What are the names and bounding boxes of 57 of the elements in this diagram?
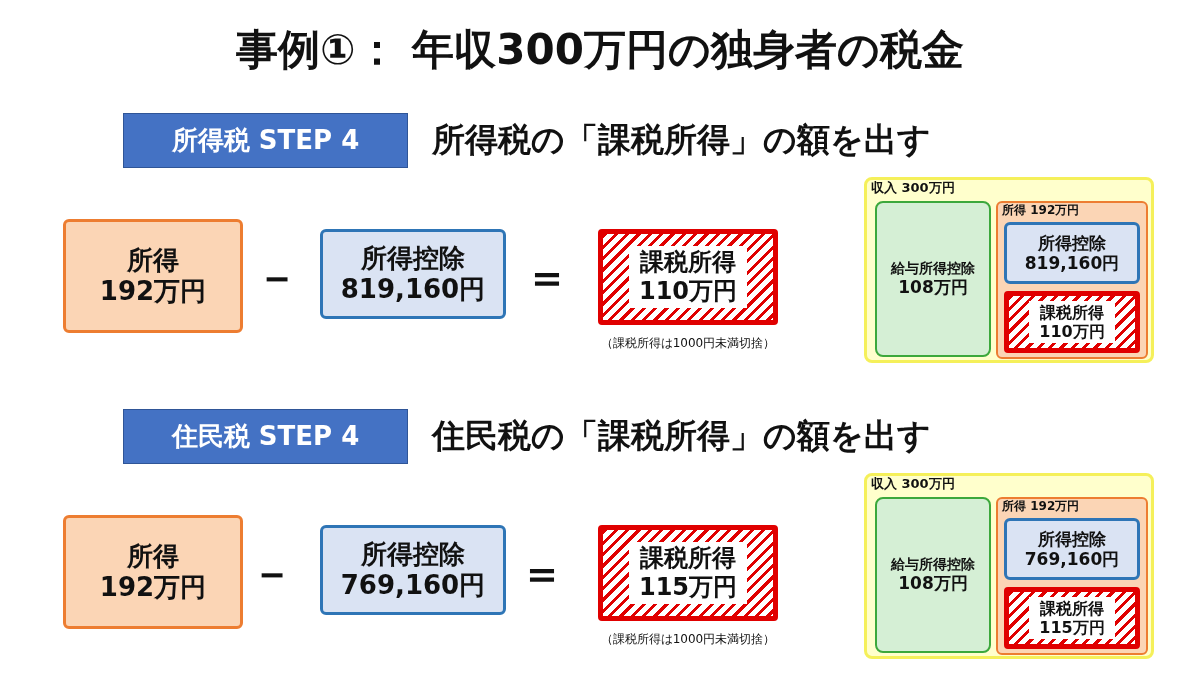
taxable-income-box (598, 229, 778, 325)
box-heading: 課税所得 (1040, 302, 1104, 322)
amount-label: 192万円 (99, 572, 207, 604)
amount-label: 819,160円 (1024, 253, 1120, 274)
income-panel (996, 497, 1148, 655)
box-heading: 課税所得 (1040, 598, 1104, 618)
step-heading: 所得税の「課税所得」の額を出す (432, 119, 931, 161)
box-heading: 所得控除 (1038, 528, 1106, 549)
deduction-box (1004, 222, 1140, 284)
income-box (63, 515, 243, 629)
amount-label: 769,160円 (1024, 549, 1120, 570)
step-badge (123, 113, 408, 168)
step-heading: 住民税の「課税所得」の額を出す (432, 415, 931, 457)
income-panel (996, 201, 1148, 359)
minus-sign: － (250, 546, 294, 600)
income-panel (864, 177, 1154, 363)
box-heading: 所得控除 (1038, 232, 1106, 253)
equals-sign: ＝ (520, 546, 564, 600)
title: 事例①： 年収300万円の独身者の税金 (235, 24, 965, 76)
panel-heading: 収入 300万円 (871, 180, 955, 196)
deduction-box (320, 229, 506, 319)
amount-label: 115万円 (638, 573, 738, 602)
panel-heading: 所得 192万円 (1002, 499, 1080, 514)
amount-label: 108万円 (898, 277, 968, 298)
taxable-income-box (1004, 291, 1140, 353)
amount-label: 769,160円 (340, 570, 486, 602)
amount-label: 110万円 (1039, 322, 1105, 342)
note: （課税所得は1000円未満切捨） (599, 631, 777, 648)
amount-label: 110万円 (638, 277, 738, 306)
box-heading: 所得控除 (361, 538, 465, 570)
amount-label: 192万円 (99, 276, 207, 308)
minus-sign: － (255, 250, 299, 304)
box-heading: 課税所得 (640, 544, 736, 573)
box-heading: 給与所得控除 (891, 260, 975, 278)
taxable-income-box (1004, 587, 1140, 649)
salary-deduction-box (875, 201, 991, 357)
box-heading: 所得控除 (361, 242, 465, 274)
panel-heading: 所得 192万円 (1002, 203, 1080, 218)
box-heading: 給与所得控除 (891, 556, 975, 574)
deduction-box (320, 525, 506, 615)
amount-label: 115万円 (1039, 618, 1105, 638)
income-box (63, 219, 243, 333)
amount-label: 108万円 (898, 573, 968, 594)
deduction-box (1004, 518, 1140, 580)
badge-label: 住民税 STEP 4 (171, 420, 360, 453)
amount-label: 819,160円 (340, 274, 486, 306)
equals-sign: ＝ (525, 250, 569, 304)
step-badge (123, 409, 408, 464)
box-heading: 所得 (127, 540, 179, 572)
salary-deduction-box (875, 497, 991, 653)
panel-heading: 収入 300万円 (871, 476, 955, 492)
note: （課税所得は1000円未満切捨） (599, 335, 777, 352)
box-heading: 所得 (127, 244, 179, 276)
taxable-income-box (598, 525, 778, 621)
box-heading: 課税所得 (640, 248, 736, 277)
income-panel (864, 473, 1154, 659)
badge-label: 所得税 STEP 4 (171, 124, 360, 157)
